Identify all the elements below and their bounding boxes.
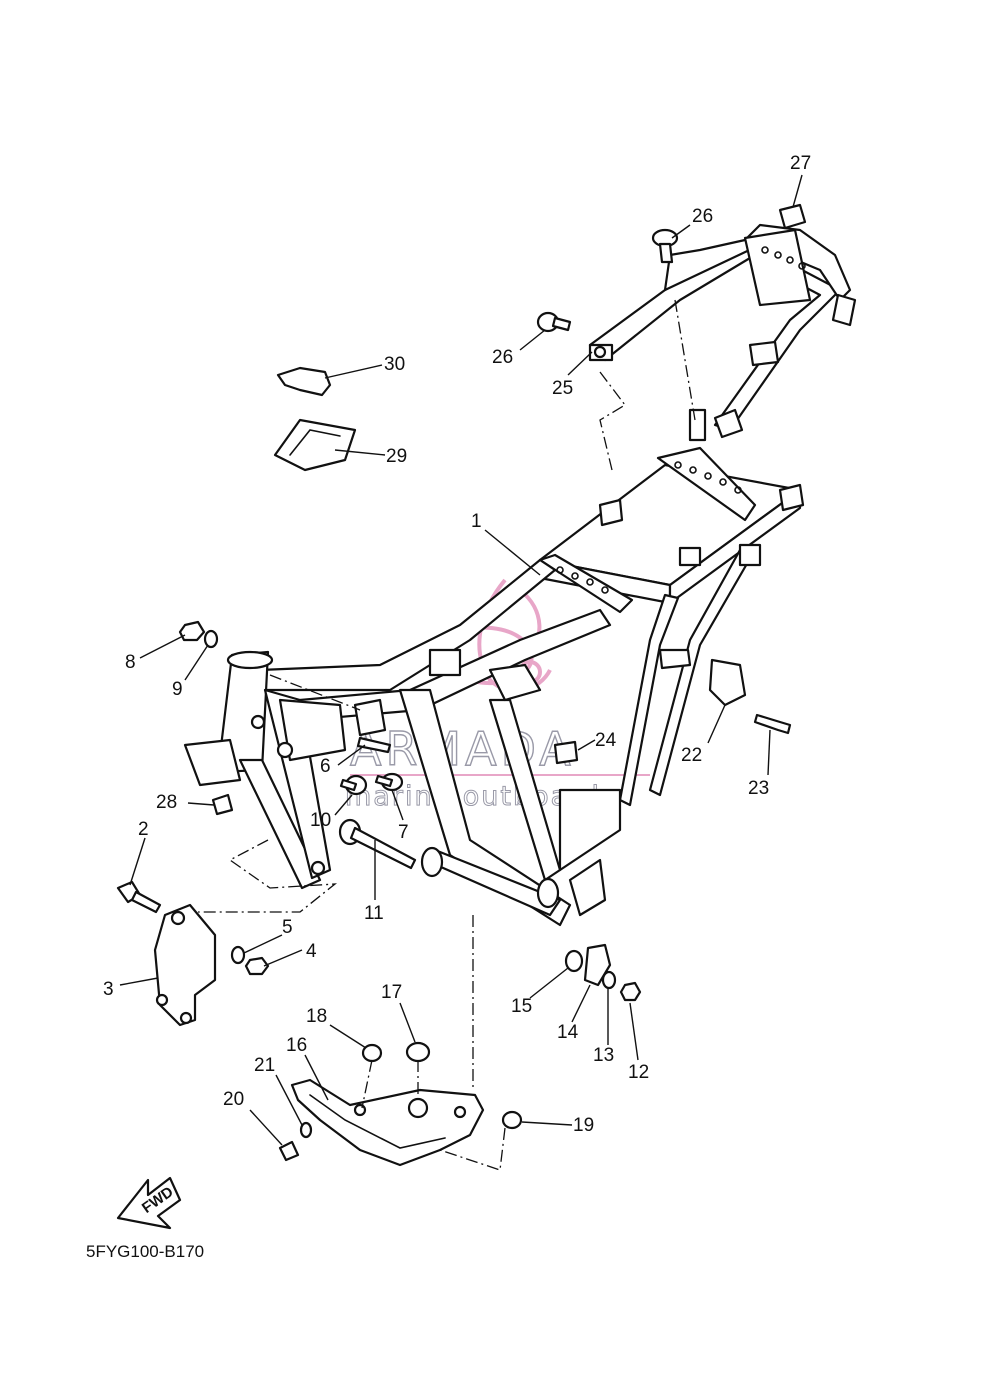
callout-8: 8 <box>125 652 136 673</box>
callout-21: 21 <box>254 1055 275 1076</box>
part-5-washer <box>230 945 246 965</box>
callout-18: 18 <box>306 1006 327 1027</box>
assembly-lines <box>198 299 696 1171</box>
part-9-washer <box>203 629 219 649</box>
callout-4: 4 <box>306 941 317 962</box>
callout-9: 9 <box>172 679 183 700</box>
callout-10: 10 <box>310 810 331 831</box>
part-4-nut <box>244 956 270 976</box>
callout-5: 5 <box>282 917 293 938</box>
part-6-bolt <box>356 736 392 754</box>
callout-15: 15 <box>511 996 532 1017</box>
diagram-code: 5FYG100-B170 <box>86 1242 204 1261</box>
rear-subframe <box>588 223 857 442</box>
callout-20: 20 <box>223 1089 244 1110</box>
callout-25: 25 <box>552 378 573 399</box>
callout-16: 16 <box>286 1035 307 1056</box>
callout-17: 17 <box>381 982 402 1003</box>
callout-28: 28 <box>156 792 177 813</box>
part-16-engine-guard <box>290 1078 485 1167</box>
callout-30: 30 <box>384 354 405 375</box>
part-28-rubber <box>211 793 234 816</box>
callout-1: 1 <box>471 511 482 532</box>
part-20-bolt <box>278 1140 300 1162</box>
part-26-bolt-left <box>536 311 572 333</box>
callout-26-upper: 26 <box>692 206 713 227</box>
part-12-nut <box>619 981 642 1002</box>
forward-arrow-icon: FWD <box>116 1176 182 1230</box>
part-17-grommet <box>405 1041 431 1063</box>
part-30-clip <box>276 366 332 397</box>
part-27-grommet <box>778 203 807 230</box>
part-13-washer <box>601 970 617 990</box>
callout-26-left: 26 <box>492 347 513 368</box>
part-22-bracket <box>708 658 747 707</box>
leader-lines <box>119 174 803 1146</box>
callout-19: 19 <box>573 1115 594 1136</box>
part-24-collar <box>553 740 579 765</box>
part-26-bolt-upper <box>651 228 679 264</box>
part-23-screw <box>753 713 792 735</box>
callout-24: 24 <box>595 730 617 751</box>
part-3-bracket <box>153 903 217 1027</box>
callout-13: 13 <box>593 1045 614 1066</box>
callout-2: 2 <box>138 819 149 840</box>
part-2-bolt <box>116 880 162 914</box>
callout-6: 6 <box>320 756 331 777</box>
part-19-bolt <box>501 1110 523 1130</box>
callout-7: 7 <box>398 822 409 843</box>
callout-29: 29 <box>386 446 407 467</box>
main-frame <box>183 446 805 927</box>
part-10-bolt <box>339 774 368 796</box>
callout-12: 12 <box>628 1062 649 1083</box>
callout-22: 22 <box>681 745 702 766</box>
part-8-nut <box>178 620 206 642</box>
callout-3: 3 <box>103 979 114 1000</box>
part-15-collar <box>564 949 584 973</box>
callout-11: 11 <box>364 903 384 924</box>
callout-27: 27 <box>790 153 811 174</box>
part-21-washer <box>299 1121 313 1139</box>
callout-14: 14 <box>557 1022 579 1043</box>
part-11-long-bolt <box>338 818 417 870</box>
part-29-pad <box>273 418 357 472</box>
callout-23: 23 <box>748 778 769 799</box>
callout-labels: 1 2 3 4 5 6 7 8 9 10 11 12 13 14 15 16 1… <box>103 153 811 1136</box>
